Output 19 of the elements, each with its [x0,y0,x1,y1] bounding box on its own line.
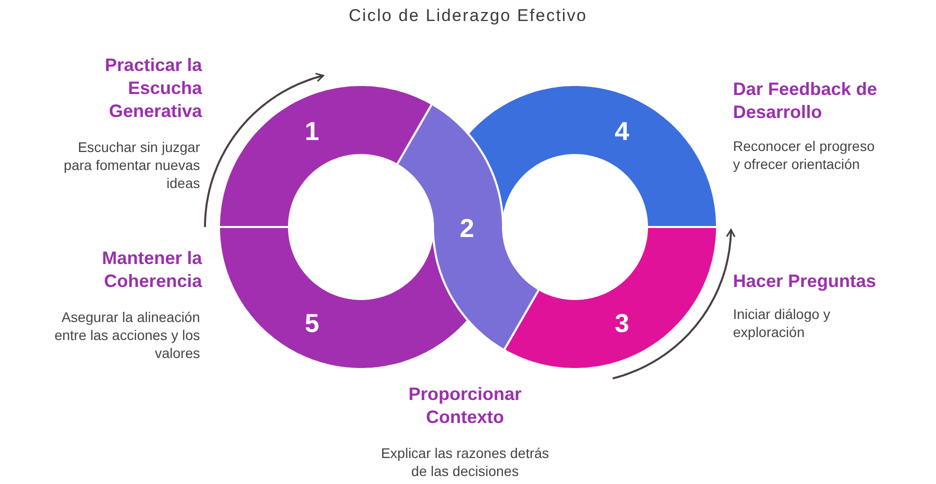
step-description: Escuchar sin juzgar para fomentar nuevas ideas [62,138,200,192]
step-description: Explicar las razones detrás de las decisiones [380,444,550,480]
ring-segment [396,103,540,351]
step-number: 4 [614,116,630,146]
step-description: Iniciar diálogo y exploración [733,305,832,341]
step-title: Proporcionar Contexto [407,383,523,429]
ring-segment [218,84,433,229]
ring-segment [503,226,718,370]
step-number: 1 [304,116,320,146]
step-number: 5 [304,308,320,338]
step-title: Dar Feedback de Desarrollo [733,78,878,124]
diagram-title: Ciclo de Liderazgo Efectivo [348,6,588,26]
step-description: Asegurar la alineación entre las acciones y los valores [53,308,200,362]
step-title: Mantener la Coherencia [100,247,202,293]
step-number: 2 [460,213,474,243]
step-title: Hacer Preguntas [733,270,878,293]
step-title: Practicar la Escucha Generativa [104,54,202,123]
step-number: 3 [614,308,630,338]
step-description: Reconocer el progreso y ofrecer orientación [733,137,876,173]
